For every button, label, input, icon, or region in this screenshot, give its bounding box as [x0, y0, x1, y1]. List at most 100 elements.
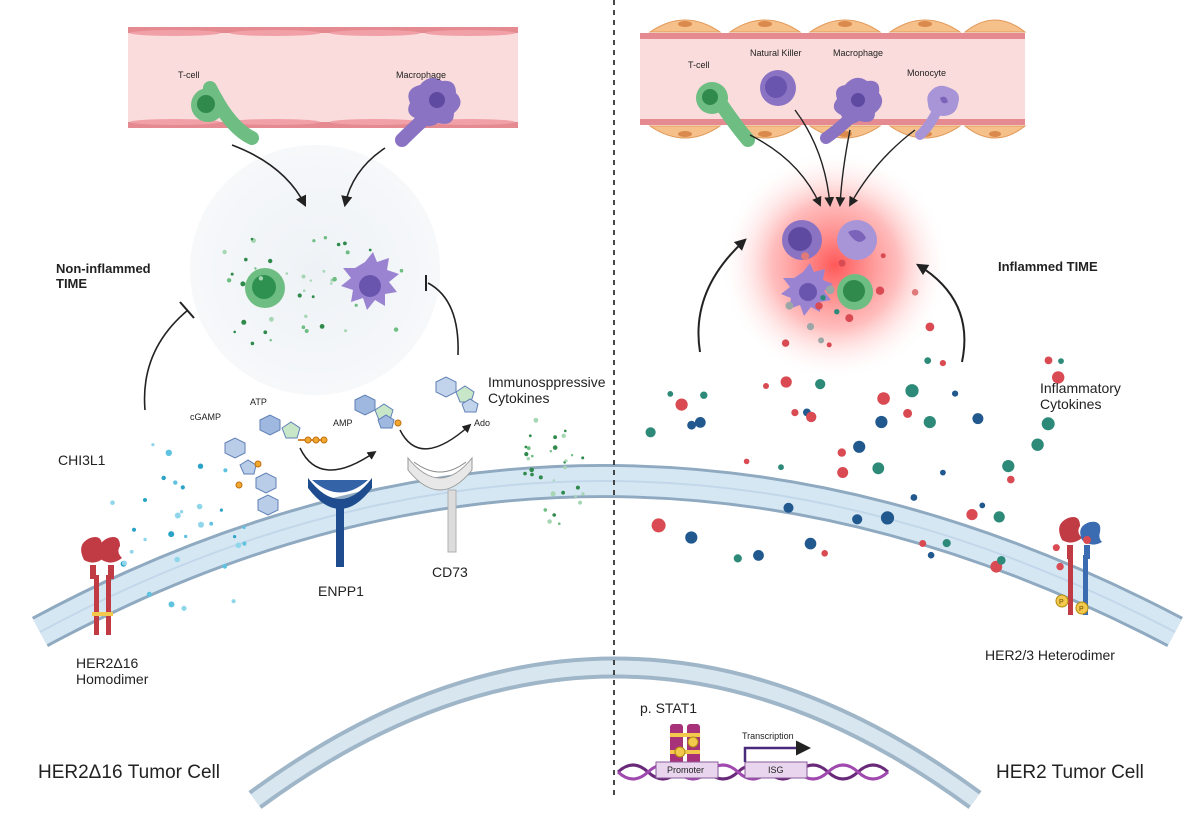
- chi3l1-molecules: [110, 443, 247, 611]
- non-inflamed-zone: [190, 145, 440, 395]
- right-cell-title: HER2 Tumor Cell: [996, 762, 1144, 783]
- macrophage-icon: [341, 252, 399, 310]
- cytokine-dot: [184, 534, 188, 539]
- cytokine-dot: [806, 411, 817, 423]
- cytokine-dot: [524, 445, 528, 449]
- cytokine-dot: [209, 521, 214, 526]
- cytokine-dot: [880, 511, 895, 525]
- cytokine-dot: [561, 433, 566, 438]
- cytokine-dot: [581, 456, 585, 460]
- isg-box: [744, 761, 808, 779]
- transcription-arrow: [743, 740, 811, 762]
- monocyte-icon: [837, 220, 877, 260]
- cytokine-dot: [110, 500, 115, 506]
- pstat1-label: p. STAT1: [640, 700, 698, 716]
- cytokine-dot: [910, 494, 918, 501]
- tcell-label-right: T-cell: [688, 60, 710, 70]
- inflammatory-cytokines: [645, 356, 1065, 573]
- cytokine-dot: [564, 429, 567, 433]
- cytokine-dot: [263, 330, 268, 335]
- cytokine-dot: [161, 475, 166, 481]
- cytokine-dot: [168, 601, 175, 608]
- cytokine-dot: [146, 591, 152, 597]
- inhibition-line: [143, 309, 189, 411]
- cytokine-dot: [336, 242, 341, 247]
- cytokine-dot: [645, 427, 656, 438]
- cytokine-dot: [368, 248, 372, 252]
- cytokine-dot: [332, 276, 337, 282]
- cytokine-dot: [322, 269, 326, 273]
- cytokine-dot: [242, 525, 246, 530]
- cytokine-dot: [250, 237, 254, 241]
- cytokine-dot: [880, 253, 886, 259]
- cytokine-dot: [821, 550, 828, 557]
- cytokine-dot: [581, 492, 585, 496]
- enzyme-icon: [407, 456, 473, 553]
- cytokine-dot: [301, 274, 306, 279]
- immunosuppressive-cytokines-label: Immunosppressive Cytokines: [488, 374, 606, 407]
- cytokine-dot: [129, 549, 134, 554]
- enzyme-icon: [308, 478, 372, 567]
- cytokine-dot: [837, 467, 849, 478]
- cytokine-dot: [528, 434, 532, 438]
- cytokine-dot: [231, 599, 236, 604]
- macrophage-icon: [395, 77, 461, 147]
- t-cell-icon: [837, 274, 873, 310]
- cytokine-dot: [687, 420, 696, 430]
- cytokine-dot: [939, 360, 947, 367]
- t-cell-icon: [245, 268, 285, 308]
- immunosuppressive-cytokines: [523, 417, 585, 525]
- cytokine-dot: [942, 539, 951, 548]
- cytokine-dot: [743, 458, 750, 465]
- cytokine-dot: [838, 259, 846, 267]
- monocyte-icon: [915, 85, 959, 140]
- cytokine-dot: [553, 435, 557, 440]
- nk-cell-icon: [760, 70, 796, 106]
- recruitment-arrow: [915, 263, 966, 363]
- cytokine-dot: [269, 339, 272, 342]
- cytokine-dot: [399, 268, 404, 273]
- inhibition-bar: [179, 301, 195, 319]
- cytokine-dot: [558, 522, 561, 525]
- inhibition-line: [427, 282, 459, 356]
- cytokine-dot: [180, 485, 185, 490]
- inflammatory-cytokines-label: Inflammatory Cytokines: [1040, 380, 1121, 413]
- nucleus-membrane: [248, 656, 982, 809]
- cytokine-dot: [226, 278, 232, 283]
- cytokine-dot: [244, 257, 248, 262]
- non-inflamed-time-label: Non-inflammed TIME: [56, 261, 151, 291]
- cytokine-dot: [818, 337, 825, 344]
- cytokine-dot: [268, 258, 273, 264]
- cytokine-dot: [815, 302, 823, 310]
- cytokine-dot: [549, 450, 552, 453]
- migration-arrow: [749, 109, 916, 207]
- cytokine-dot: [550, 491, 556, 497]
- cytokine-dot: [837, 448, 846, 457]
- cytokine-dot: [552, 445, 558, 450]
- nk-cell-icon: [782, 220, 822, 260]
- t-cell-icon: [696, 82, 755, 147]
- receptor-icon: [81, 537, 122, 635]
- cytokine-dot: [1044, 356, 1053, 365]
- molecule-icon: [224, 437, 279, 516]
- cytokine-dot: [993, 511, 1005, 523]
- svg-text:P: P: [1059, 599, 1064, 606]
- cytokine-dot: [845, 314, 854, 323]
- cytokine-dot: [254, 267, 257, 270]
- cytokine-dot: [785, 301, 794, 310]
- t-cell-icon: [191, 81, 259, 145]
- cytokine-dot: [174, 556, 180, 563]
- cytokine-dot: [552, 513, 556, 517]
- cytokine-dot: [523, 471, 527, 476]
- cytokine-dot: [877, 392, 890, 405]
- cytokine-dot: [694, 417, 706, 428]
- cytokine-dot: [763, 383, 769, 389]
- migration-arrow: [341, 147, 386, 208]
- cytokine-dot: [240, 281, 246, 287]
- tcell-label-left: T-cell: [178, 70, 200, 80]
- cytokine-dot: [529, 467, 534, 473]
- cytokine-dot: [222, 563, 228, 569]
- cytokine-dot: [919, 540, 927, 547]
- recruitment-arrow: [697, 238, 747, 353]
- receptor-icon: P P: [1055, 517, 1102, 615]
